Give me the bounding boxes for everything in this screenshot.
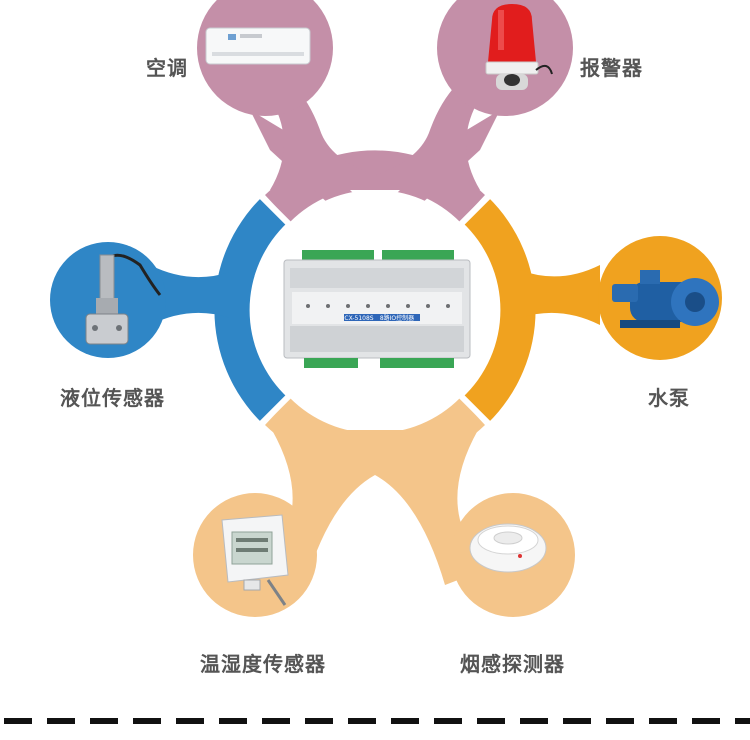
dashed-divider	[4, 718, 750, 724]
divider-dash	[434, 718, 462, 724]
divider-dash	[563, 718, 591, 724]
alarm-light-icon	[485, 4, 553, 90]
divider-dash	[90, 718, 118, 724]
smoke-detector-icon	[469, 523, 547, 573]
terminal-block	[382, 250, 454, 260]
io-controller-device: CX-5108S 8路IO控制器	[283, 250, 471, 368]
device-label-level: 液位传感器	[60, 386, 165, 410]
device-label-pump: 水泵	[648, 386, 690, 410]
divider-dash	[348, 718, 376, 724]
terminal-block	[380, 358, 454, 368]
divider-dash	[47, 718, 75, 724]
device-label-alarm: 报警器	[580, 56, 643, 80]
water-pump-icon	[612, 270, 719, 328]
divider-dash	[520, 718, 548, 724]
air-conditioner-icon	[205, 27, 311, 65]
divider-dash	[219, 718, 247, 724]
liquid-level-sensor-icon	[85, 253, 162, 345]
device-label-aircon: 空调	[146, 56, 188, 80]
divider-dash	[305, 718, 333, 724]
divider-dash	[262, 718, 290, 724]
terminal-block	[302, 250, 374, 260]
divider-dash	[391, 718, 419, 724]
divider-dash	[692, 718, 720, 724]
divider-dash	[133, 718, 161, 724]
divider-dash	[649, 718, 677, 724]
device-label-smoke: 烟感探测器	[460, 652, 565, 676]
divider-dash	[735, 718, 750, 724]
divider-dash	[176, 718, 204, 724]
temperature-humidity-sensor-icon	[221, 514, 289, 606]
controller-name: 8路IO控制器	[380, 314, 414, 322]
divider-dash	[606, 718, 634, 724]
controller-model: CX-5108S	[344, 315, 373, 322]
divider-dash	[4, 718, 32, 724]
terminal-block	[304, 358, 358, 368]
device-label-temphum: 温湿度传感器	[200, 652, 326, 676]
divider-dash	[477, 718, 505, 724]
